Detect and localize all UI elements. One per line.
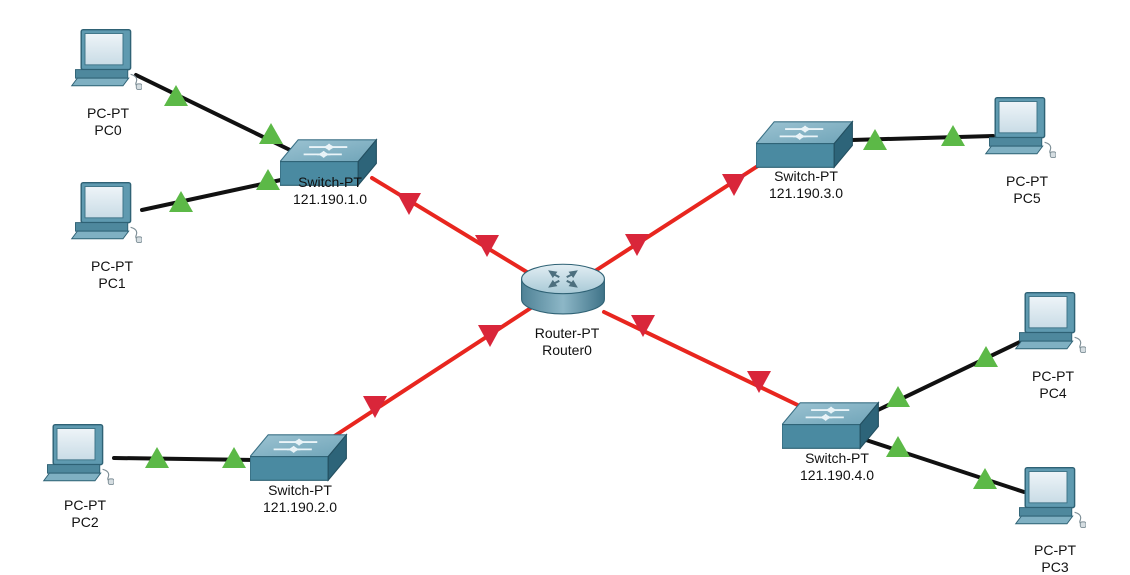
device-name-label: Router0 (542, 342, 592, 358)
link-down-indicator-icon (475, 235, 499, 257)
device-name-label: PC4 (1039, 385, 1066, 401)
device-name-label: 121.190.4.0 (800, 467, 874, 483)
device-name-label: PC3 (1041, 559, 1068, 575)
device-name-label: 121.190.3.0 (769, 185, 843, 201)
device-type-label: Switch-PT (268, 482, 332, 498)
link-up-indicator-icon (886, 386, 910, 407)
link-down-indicator-icon (625, 234, 649, 256)
link-down-indicator-icon (747, 371, 771, 393)
link-router0-switch4[interactable] (602, 310, 810, 412)
switch-icon (756, 120, 854, 169)
link-up-indicator-icon (256, 169, 280, 190)
device-type-label: Switch-PT (298, 174, 362, 190)
device-name-label: 121.190.1.0 (293, 191, 367, 207)
link-down-indicator-icon (397, 193, 421, 215)
device-type-label: PC-PT (64, 497, 106, 513)
link-up-indicator-icon (973, 468, 997, 489)
device-type-label: PC-PT (1032, 368, 1074, 384)
router-icon (520, 263, 606, 315)
pc-icon (1014, 466, 1086, 529)
link-up-indicator-icon (145, 447, 169, 468)
device-type-label: Router-PT (535, 325, 600, 341)
device-type-label: PC-PT (1006, 173, 1048, 189)
device-type-label: PC-PT (91, 258, 133, 274)
link-up-indicator-icon (259, 123, 283, 144)
link-up-indicator-icon (164, 85, 188, 106)
link-up-indicator-icon (941, 125, 965, 146)
device-type-label: Switch-PT (805, 450, 869, 466)
device-type-label: PC-PT (87, 105, 129, 121)
pc-icon (42, 423, 114, 486)
device-name-label: PC2 (71, 514, 98, 530)
switch-icon (782, 401, 880, 450)
link-up-indicator-icon (169, 191, 193, 212)
devices-layer: PC-PTPC0PC-PTPC1PC-PTPC2PC-PTPC3PC-PTPC4… (42, 28, 1086, 575)
link-up-indicator-icon (974, 346, 998, 367)
link-status-indicators (145, 85, 998, 489)
link-down-indicator-icon (631, 315, 655, 337)
device-type-label: Switch-PT (774, 168, 838, 184)
pc-icon (984, 96, 1056, 159)
link-switch4-pc3[interactable] (864, 438, 1026, 494)
link-up-indicator-icon (222, 447, 246, 468)
pc-icon (70, 28, 142, 91)
device-name-label: PC1 (98, 275, 125, 291)
link-switch2-router0[interactable] (331, 300, 542, 439)
switch-icon (250, 433, 348, 482)
device-name-label: 121.190.2.0 (263, 499, 337, 515)
device-type-label: PC-PT (1034, 542, 1076, 558)
link-down-indicator-icon (722, 174, 746, 196)
link-down-indicator-icon (478, 325, 502, 347)
link-up-indicator-icon (886, 436, 910, 457)
pc-icon (1014, 291, 1086, 354)
link-up-indicator-icon (863, 129, 887, 150)
pc-icon (70, 181, 142, 244)
device-name-label: PC5 (1013, 190, 1040, 206)
link-down-indicator-icon (363, 396, 387, 418)
device-name-label: PC0 (94, 122, 121, 138)
